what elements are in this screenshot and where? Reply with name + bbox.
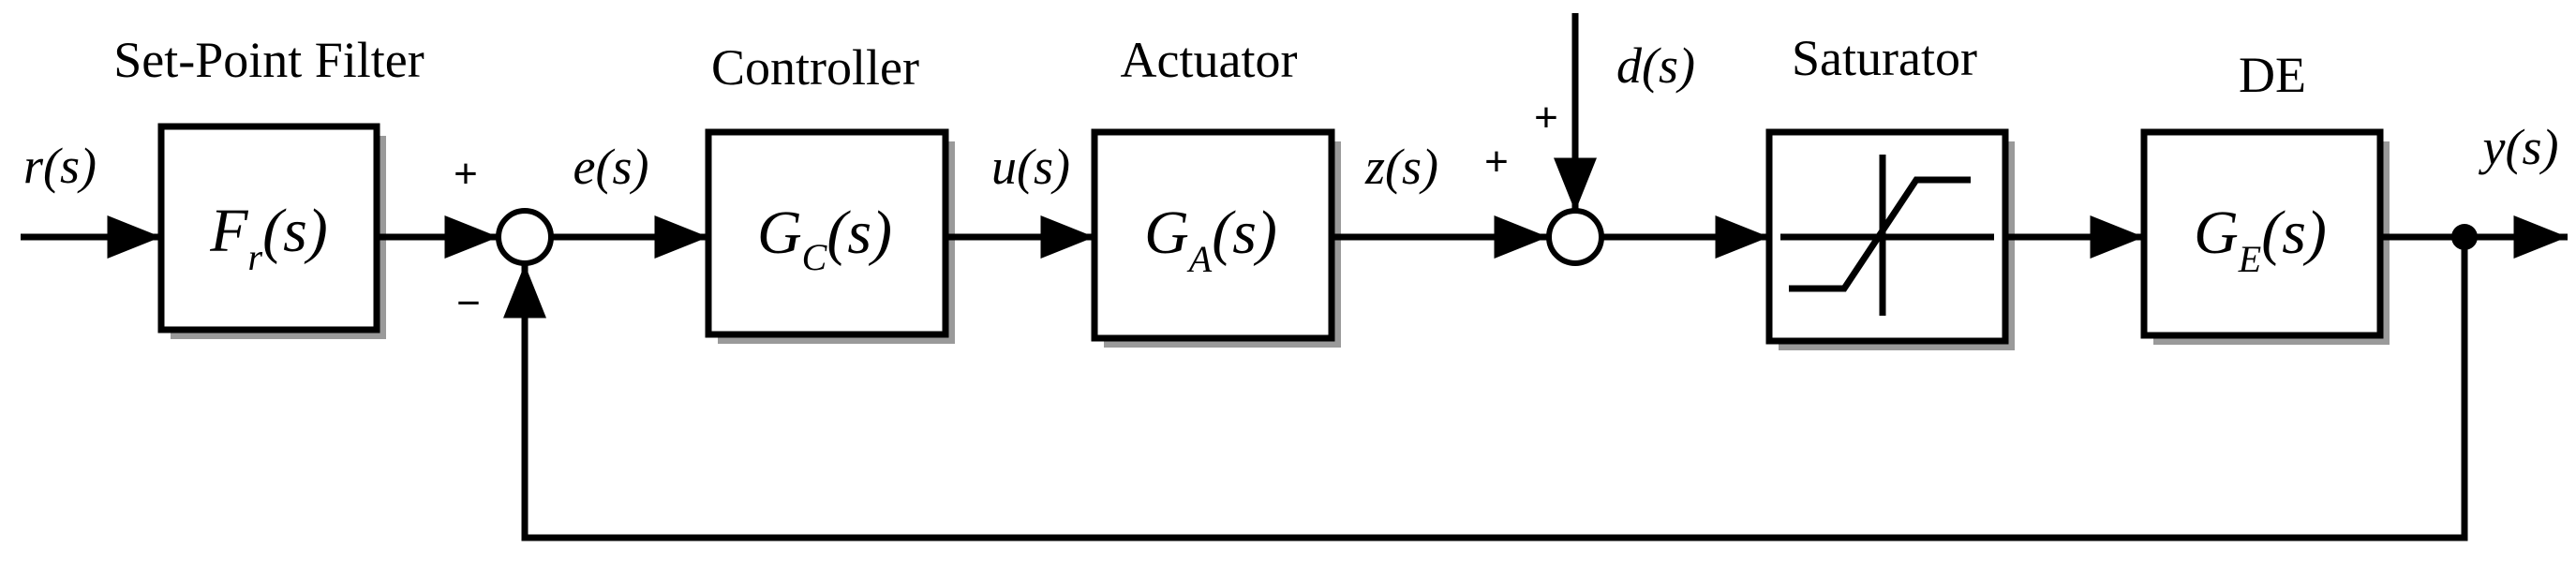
output-takeoff-point (2451, 224, 2478, 250)
plant-arg: (s) (2261, 199, 2327, 267)
summing-junction-1 (496, 208, 554, 266)
controller-title: Controller (711, 39, 919, 96)
feedback-path (503, 237, 2468, 541)
actuator-arg: (s) (1212, 199, 1277, 267)
actuator-out-label: z(s) (1364, 139, 1438, 195)
junction2-plus-left-sign: + (1484, 139, 1509, 185)
plant-title: DE (2239, 47, 2306, 103)
filter-block: Fr(s) (157, 123, 380, 333)
plant-main: G (2194, 199, 2239, 267)
actuator-sub: A (1186, 238, 1213, 280)
controller-main: G (757, 199, 802, 267)
filter-sub: r (248, 236, 263, 278)
filter-arg: (s) (262, 197, 328, 265)
svg-text:GA(s): GA(s) (1144, 199, 1277, 280)
error-label: e(s) (573, 139, 649, 195)
junction2-plus-top-sign: + (1534, 95, 1558, 141)
disturbance-label: d(s) (1616, 37, 1695, 94)
control-label: u(s) (991, 139, 1070, 195)
actuator-main: G (1144, 199, 1189, 267)
saturation-curve-icon (1780, 155, 1994, 316)
saturator-block (1765, 128, 2009, 345)
junction1-minus-sign: − (456, 280, 481, 326)
saturator-title: Saturator (1792, 30, 1977, 86)
plant-sub: E (2238, 238, 2261, 280)
reference-label: r(s) (23, 138, 97, 194)
junction1-plus-sign: + (454, 151, 478, 197)
controller-block: GC(s) (705, 128, 949, 338)
filter-title: Set-Point Filter (113, 32, 424, 88)
svg-text:GC(s): GC(s) (757, 199, 892, 278)
filter-main: F (209, 197, 248, 265)
actuator-block: GA(s) (1091, 128, 1335, 342)
summing-junction-2 (1546, 208, 1604, 266)
svg-text:Fr(s): Fr(s) (209, 197, 328, 278)
controller-arg: (s) (826, 199, 892, 267)
plant-block: GE(s) (2140, 128, 2384, 339)
actuator-title: Actuator (1121, 32, 1298, 88)
svg-text:GE(s): GE(s) (2194, 199, 2327, 280)
controller-sub: C (802, 236, 828, 278)
output-label: y(s) (2479, 119, 2559, 175)
